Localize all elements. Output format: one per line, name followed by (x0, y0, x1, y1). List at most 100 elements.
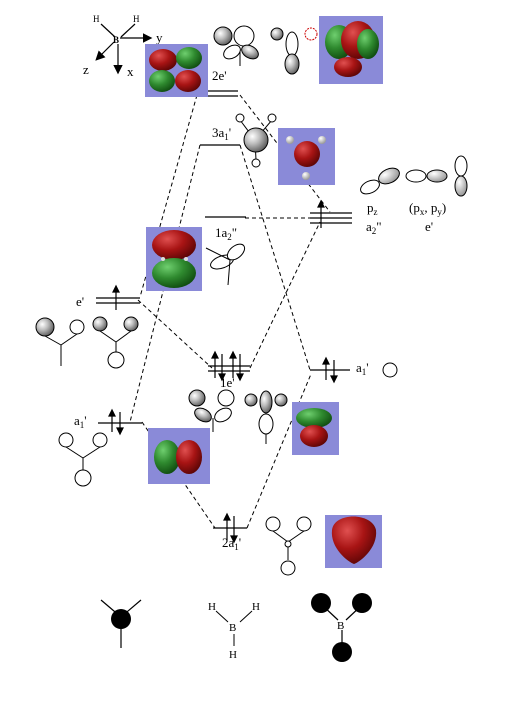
orbital-lobe (107, 351, 125, 369)
mo-image-2e (145, 44, 208, 97)
bond-line (82, 446, 101, 459)
orbital-lobe (265, 516, 281, 532)
spin-down-arrow-head (116, 427, 124, 436)
orbital-cartoon-2e (213, 25, 259, 66)
axis-h-right-label: H (133, 14, 140, 24)
bond-line (215, 610, 229, 623)
orbital-lobe (304, 27, 318, 41)
label-right-a1: a1' (356, 360, 369, 377)
axes-diagram: H H B y z x (83, 14, 163, 79)
bond-line (287, 530, 305, 543)
dashed-line (239, 144, 311, 371)
orbital-cartoon-2a1 (265, 516, 312, 576)
mo-labels: 2e' 3a1' 1a2" e' 1e' a1' a1' 2a1' (74, 68, 369, 552)
red-lobe (334, 57, 362, 77)
orbital-cartoon-1a2 (205, 243, 246, 286)
p-lobe (454, 155, 468, 177)
spin-up-arrow-head (112, 284, 120, 293)
orbital-cartoon-1e (188, 389, 288, 444)
axis-b-label: B (113, 35, 119, 45)
mo-image-2a1 (325, 515, 382, 568)
orbital-lobe (243, 127, 269, 153)
p-lobe (378, 167, 400, 185)
orbital-lobe (92, 316, 108, 332)
green-lobe (357, 29, 379, 59)
bh3-b: B (229, 622, 236, 634)
bottom-b-p-structure: B (311, 593, 372, 662)
spin-up-arrow-head (229, 350, 237, 359)
orbital-lobe (259, 390, 273, 414)
axis-z-label: z (83, 62, 89, 77)
orbital-lobe (244, 393, 258, 407)
green-lobe (149, 70, 175, 92)
orbital-lobe (284, 53, 300, 75)
red-lobe (294, 141, 320, 167)
mo-image-3a1 (278, 128, 335, 185)
red-lobe (300, 425, 328, 447)
spin-down-arrow-head (230, 535, 238, 544)
orbital-lobe (58, 432, 74, 448)
orbital-lobe (296, 516, 312, 532)
green-lobe (296, 408, 332, 428)
orbital-lobe (35, 317, 55, 337)
orbital-lobe (267, 113, 277, 123)
label-left-e: e' (76, 294, 84, 309)
label-2e: 2e' (212, 68, 227, 83)
axis-h-left-label: H (93, 14, 100, 24)
bottom-bh3-structure: H H B H (208, 601, 260, 661)
spin-up-arrow-head (108, 408, 116, 417)
bond-line (99, 330, 117, 343)
bond-line (44, 335, 62, 346)
green-lobe (154, 440, 180, 474)
mo-image-1e (292, 402, 339, 455)
orbital-cartoon-2e-b (270, 27, 318, 75)
label-1e: 1e' (220, 375, 235, 390)
orbital-lobe (188, 389, 206, 407)
axis-x-label: x (127, 64, 134, 79)
p-lobe (426, 169, 448, 183)
orbital-lobe (226, 243, 246, 261)
bond-line (227, 259, 231, 286)
orbital-lobe (280, 560, 296, 576)
orbital-lobe (74, 469, 92, 487)
bh3-h1: H (208, 601, 216, 613)
orbital-s-circle (382, 362, 398, 378)
p-lobe (405, 169, 427, 183)
orbital-lobe (251, 158, 261, 168)
label-a2: a2" (366, 219, 382, 236)
label-1a2: 1a2" (215, 225, 237, 242)
spin-up-arrow-head (317, 199, 325, 208)
axis-y-label: y (156, 30, 163, 45)
orbital-cartoon-left-a1 (58, 432, 108, 487)
spin-down-arrow-head (236, 373, 244, 382)
h-atom (286, 136, 294, 144)
orbital-lobe (258, 413, 274, 435)
red-lobe (152, 230, 196, 260)
mo-image-2e-b (319, 16, 383, 84)
spin-up-arrow-head (322, 356, 330, 365)
orbital-lobe (214, 407, 232, 423)
spin-up-arrow-head (211, 350, 219, 359)
atom-lobe (332, 642, 352, 662)
bh3-h3: H (229, 649, 237, 661)
bond-line (205, 247, 231, 261)
h-atom (161, 257, 165, 261)
h-atom (302, 172, 310, 180)
boron-p-orbitals (360, 155, 468, 197)
boron-p-labels: pz a2" (px, py) e' (366, 200, 446, 236)
orbital-cartoon-left-e (35, 316, 139, 369)
orbital-lobe (123, 316, 139, 332)
p-lobe (454, 175, 468, 197)
orbital-lobe (235, 113, 245, 123)
green-lobe (176, 47, 202, 69)
orbital-cartoon-3a1 (235, 113, 277, 168)
atom-center (111, 609, 131, 629)
b-label: B (337, 620, 344, 632)
z-axis-arrow (95, 41, 115, 61)
h-atom (318, 136, 326, 144)
dashed-line (137, 299, 213, 369)
orbital-lobe (217, 389, 235, 407)
bottom-h3-fragment (100, 599, 142, 648)
label-left-a1: a1' (74, 413, 87, 430)
